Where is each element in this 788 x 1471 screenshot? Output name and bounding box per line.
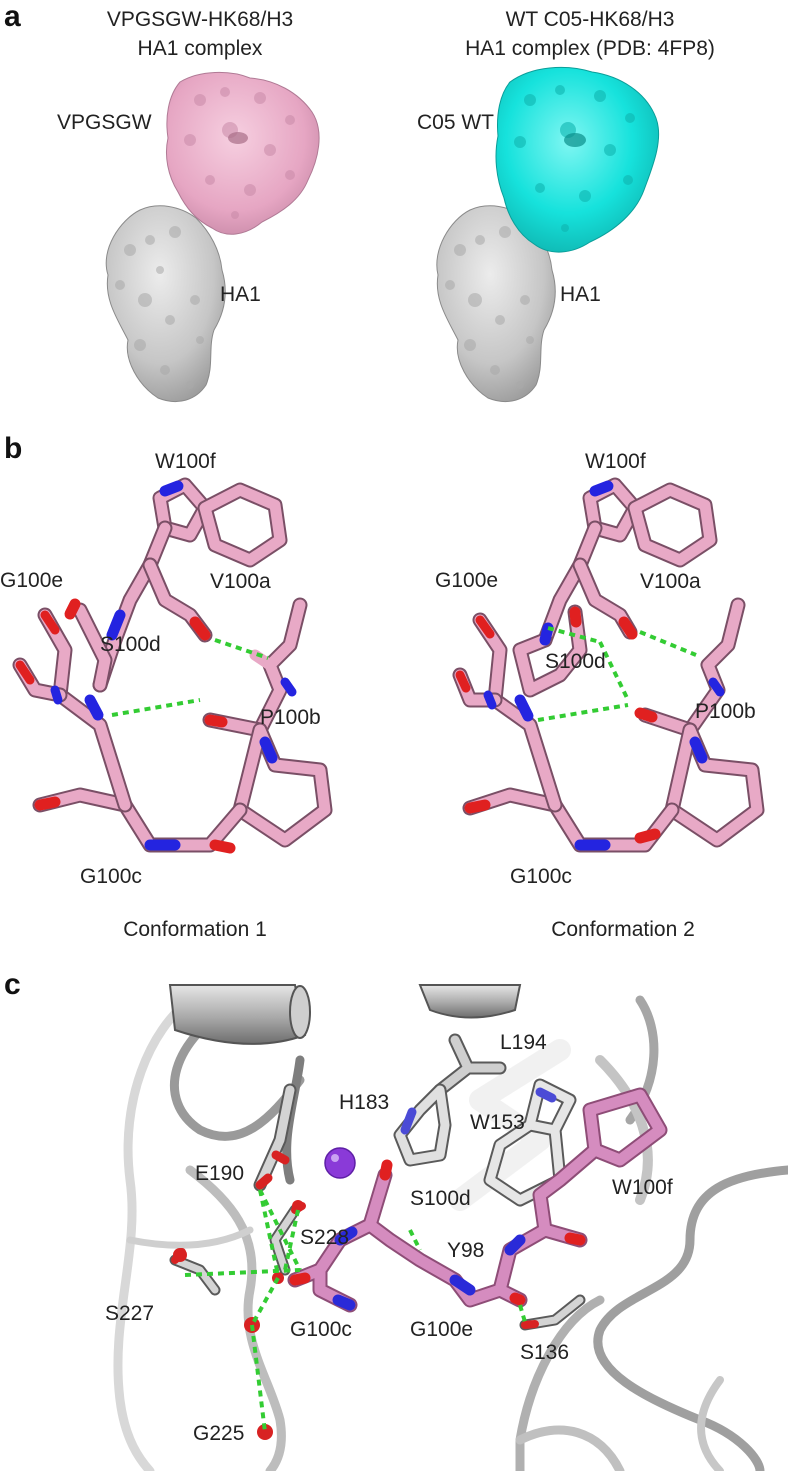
panel-a-surfaces	[105, 66, 660, 402]
conf1-label-s100d: S100d	[100, 633, 161, 656]
conf2-label-s100d: S100d	[545, 650, 606, 673]
conf1-label-p100b: P100b	[260, 706, 321, 729]
panel-a-left-title-line2: HA1 complex	[137, 37, 263, 60]
panel-c-ion-sphere	[324, 1147, 356, 1179]
conf2-label-g100c: G100c	[510, 865, 572, 888]
panel-c-label-s100d: S100d	[410, 1187, 471, 1210]
panel-b-conf2-atoms	[455, 480, 725, 851]
panel-c-label-s228: S228	[300, 1226, 350, 1249]
panel-c-label-w153: W153	[470, 1111, 525, 1134]
panel-c-label-e190: E190	[195, 1162, 245, 1185]
panel-c-label-g100e: G100e	[410, 1318, 474, 1341]
conf2-label-p100b: P100b	[695, 700, 756, 723]
conf1-label-g100e: G100e	[0, 569, 64, 592]
conf2-caption: Conformation 2	[551, 918, 695, 941]
conf2-label-g100e: G100e	[435, 569, 499, 592]
panel-c-label-y98: Y98	[447, 1239, 485, 1262]
panel-c-label-g100c: G100c	[290, 1318, 352, 1341]
panel-label-a: a	[4, 0, 21, 33]
panel-a-left-antibody-surface	[165, 71, 320, 235]
panel-b-conf2-hbonds	[537, 626, 697, 722]
panel-a-left-title-line1: VPGSGW-HK68/H3	[106, 8, 294, 31]
conf1-label-g100c: G100c	[80, 865, 142, 888]
panel-a-left-ha1-label: HA1	[220, 283, 261, 306]
panel-a-right-title-line1: WT C05-HK68/H3	[505, 8, 675, 31]
panel-a-right-ha1-label: HA1	[560, 283, 601, 306]
panel-a-right-antibody-surface	[495, 66, 660, 253]
panel-c-label-l194: L194	[500, 1031, 547, 1054]
panel-a-left-antibody-label: VPGSGW	[57, 111, 152, 134]
conf1-caption: Conformation 1	[123, 918, 267, 941]
panel-c-label-h183: H183	[339, 1091, 390, 1114]
panel-c-label-s136: S136	[520, 1341, 570, 1364]
panel-b-conf1-hbonds	[111, 638, 269, 717]
panel-c-label-w100f: W100f	[612, 1176, 673, 1199]
panel-a-right-antibody-label: C05 WT	[417, 111, 495, 134]
panel-b-structures	[12, 477, 765, 854]
panel-label-c: c	[4, 968, 21, 1001]
panel-c-helices	[168, 984, 522, 1045]
conf2-label-v100a: V100a	[640, 570, 701, 593]
conf2-label-w100f: W100f	[585, 450, 646, 473]
panel-label-b: b	[4, 432, 23, 465]
panel-b-conf1-atoms	[15, 480, 297, 854]
panel-c-hbonds	[184, 1189, 527, 1433]
panel-c-ha1-cartoon	[113, 995, 788, 1471]
panel-c-label-g225: G225	[193, 1422, 245, 1445]
panel-c-label-s227: S227	[105, 1302, 155, 1325]
conf1-label-v100a: V100a	[210, 570, 271, 593]
conf1-label-w100f: W100f	[155, 450, 216, 473]
panel-a-right-title-line2: HA1 complex (PDB: 4FP8)	[465, 37, 715, 60]
panel-c-antibody-sticks	[287, 1087, 668, 1313]
panel-a-left-ha1-surface	[105, 205, 226, 402]
